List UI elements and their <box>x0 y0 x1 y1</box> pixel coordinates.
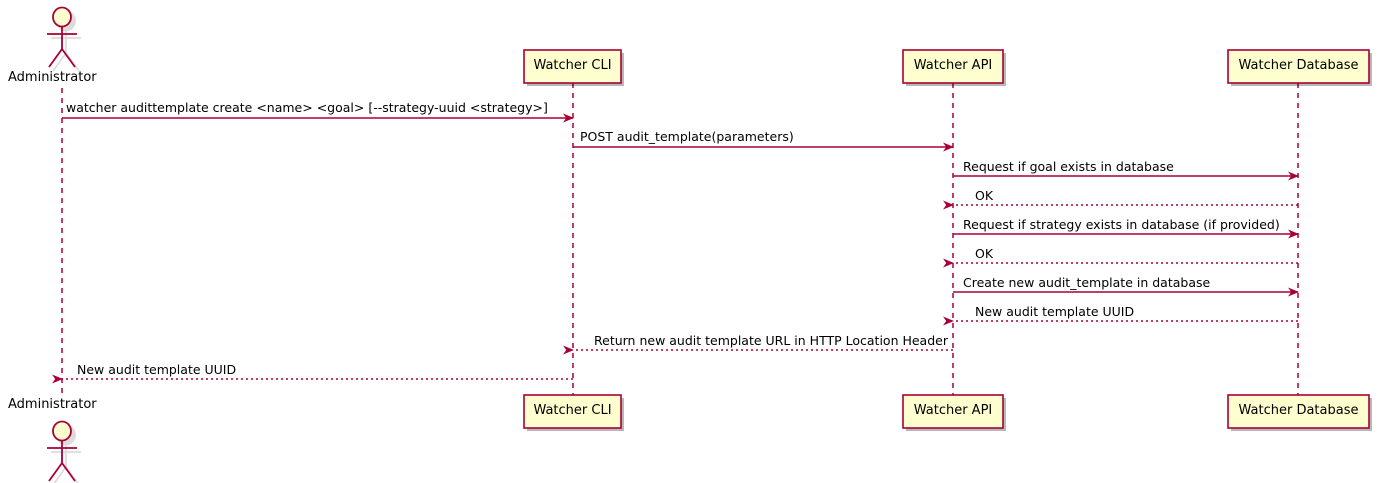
message-label-3: Request if goal exists in database <box>963 159 1174 174</box>
participant-box-header-watcher-api[interactable] <box>902 49 1004 84</box>
participant-box-footer-watcher-database[interactable] <box>1227 394 1370 429</box>
participant-label-header-watcher-api: Watcher API <box>913 58 993 73</box>
participant-box-header-watcher-database[interactable] <box>1227 49 1370 84</box>
message-label-5: Request if strategy exists in database (… <box>963 217 1280 232</box>
participant-label-header-watcher-cli: Watcher CLI <box>533 58 612 73</box>
participant-label-footer-watcher-api: Watcher API <box>913 403 993 418</box>
lifelines-group <box>61 83 1299 396</box>
message-label-9: Return new audit template URL in HTTP Lo… <box>594 333 948 348</box>
actor-label-administrator-top: Administrator <box>8 70 97 85</box>
message-label-7: Create new audit_template in database <box>963 275 1211 290</box>
message-label-6: OK <box>975 246 994 261</box>
participant-label-footer-watcher-cli: Watcher CLI <box>533 403 612 418</box>
message-label-4: OK <box>975 188 994 203</box>
participant-boxes-group <box>523 49 1372 431</box>
message-arrows-group <box>52 113 1299 384</box>
actor-label-administrator-bottom: Administrator <box>8 397 97 412</box>
actor-figure-administrator-top[interactable] <box>47 6 77 68</box>
message-label-8: New audit template UUID <box>975 304 1135 319</box>
participant-label-footer-watcher-database: Watcher Database <box>1238 403 1359 418</box>
actor-figure-administrator-bottom[interactable] <box>47 420 77 482</box>
message-label-1: watcher audittemplate create <name> <goa… <box>66 100 548 115</box>
message-label-10: New audit template UUID <box>77 362 237 377</box>
participant-box-header-watcher-cli[interactable] <box>523 49 622 84</box>
message-label-2: POST audit_template(parameters) <box>580 129 794 144</box>
participant-box-footer-watcher-api[interactable] <box>902 394 1004 429</box>
participant-box-footer-watcher-cli[interactable] <box>523 394 622 429</box>
participant-label-header-watcher-database: Watcher Database <box>1238 58 1359 73</box>
actor-figures-group <box>47 6 81 483</box>
